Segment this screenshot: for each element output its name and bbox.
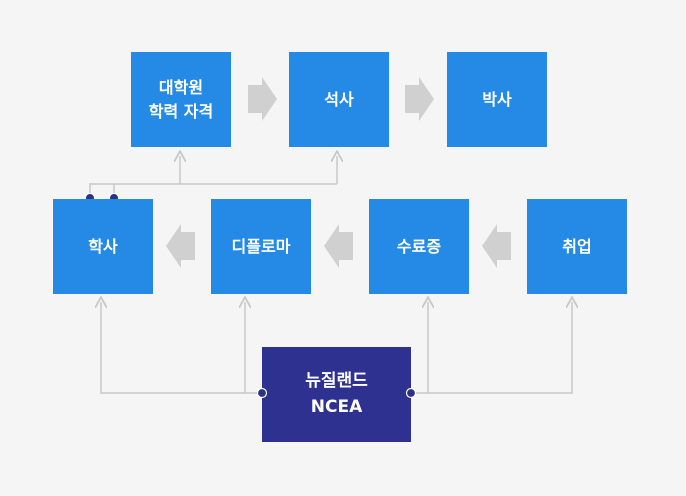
node-graduate-line2: 학력 자격 bbox=[148, 101, 214, 121]
arrow-diploma-to-bachelor bbox=[166, 224, 195, 268]
node-ncea-line2: NCEA bbox=[310, 396, 363, 417]
node-employment: 취업 bbox=[527, 199, 627, 294]
arrow-masters-to-doctorate bbox=[405, 77, 434, 121]
node-ncea-line1: 뉴질랜드 bbox=[305, 371, 368, 391]
node-employment-label: 취업 bbox=[562, 236, 592, 256]
node-graduate: 대학원 학력 자격 bbox=[131, 52, 231, 147]
node-bachelor: 학사 bbox=[53, 199, 153, 294]
node-certificate-label: 수료증 bbox=[396, 236, 442, 256]
node-doctorate-label: 박사 bbox=[482, 89, 512, 109]
node-graduate-line1: 대학원 bbox=[158, 77, 204, 97]
connector-bachelor-to-postgrad bbox=[89, 156, 337, 198]
node-diploma: 디플로마 bbox=[211, 199, 311, 294]
node-doctorate: 박사 bbox=[447, 52, 547, 147]
arrow-graduate-to-masters bbox=[248, 77, 277, 121]
connector-ncea-to-row bbox=[101, 302, 572, 394]
arrow-certificate-to-diploma bbox=[324, 224, 353, 268]
node-masters-label: 석사 bbox=[324, 89, 354, 109]
node-certificate: 수료증 bbox=[369, 199, 469, 294]
arrow-employment-to-certificate bbox=[482, 224, 511, 268]
node-diploma-label: 디플로마 bbox=[231, 236, 291, 256]
node-ncea: 뉴질랜드 NCEA bbox=[262, 347, 411, 442]
node-masters: 석사 bbox=[289, 52, 389, 147]
node-bachelor-label: 학사 bbox=[88, 236, 118, 256]
